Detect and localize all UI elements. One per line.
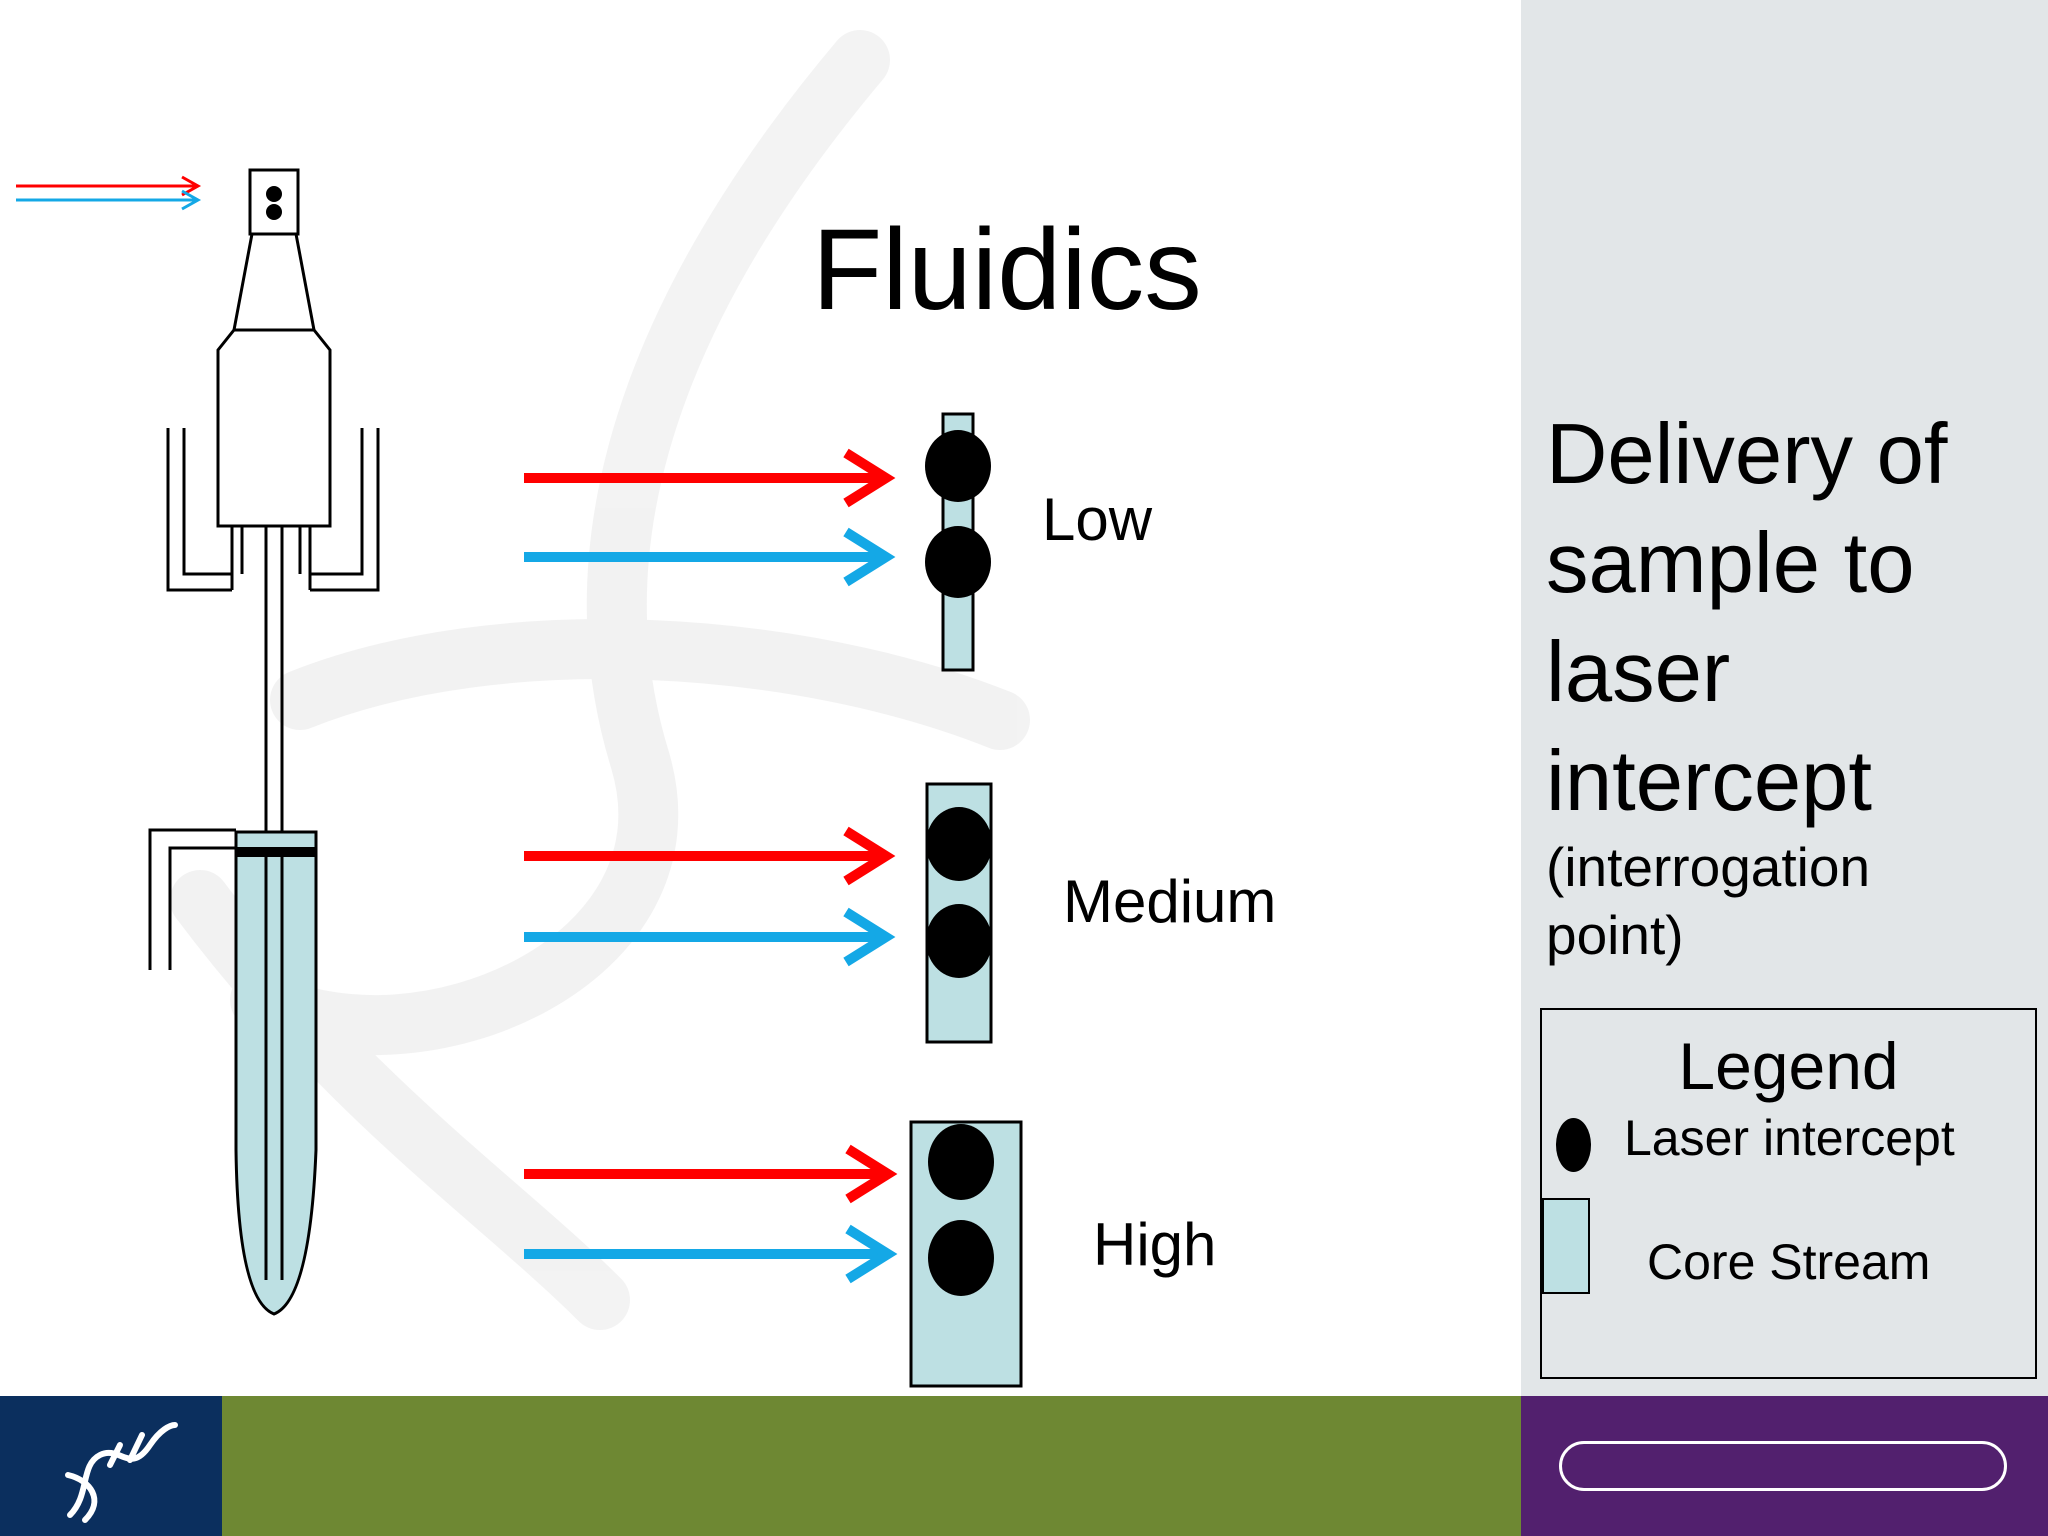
low-speed-stream [524, 412, 991, 672]
description-line: Delivery of [1546, 407, 1948, 502]
sample-tube [234, 830, 318, 1316]
speed-label-medium: Medium [1063, 868, 1277, 935]
speed-label-low: Low [1042, 486, 1153, 553]
laser-intercept-dot [928, 1220, 994, 1296]
laser-intercept-dot [925, 430, 991, 502]
medium-speed-stream [524, 782, 993, 1044]
footer-right-block [1521, 1396, 2048, 1536]
description-sub-line: point) [1546, 904, 1684, 966]
high-speed-stream [524, 1120, 1023, 1388]
legend-core-stream-label: Core Stream [1647, 1234, 1931, 1290]
description-sub-line: (interrogation [1546, 836, 1871, 898]
right-panel [1521, 0, 2048, 1396]
sheath-chamber [216, 328, 332, 528]
legend-laser-intercept-label: Laser intercept [1624, 1110, 1955, 1166]
sheath-inlets [166, 428, 380, 592]
laser-intercept-dot [925, 526, 991, 598]
laser-intercept-dot [928, 1124, 994, 1200]
laser-intercept-legend-icon [1556, 1118, 1591, 1172]
dna-logo-icon [65, 1422, 178, 1523]
footer-bar [222, 1396, 1521, 1536]
description-subtext: (interrogation point) [1546, 833, 1870, 969]
nozzle-taper [232, 232, 316, 332]
description-line: sample to [1546, 516, 1915, 611]
description-line: laser [1546, 625, 1731, 720]
legend-box: Legend Laser intercept Core Stream [1540, 1008, 2037, 1379]
slide-title: Fluidics [812, 206, 1202, 334]
description-text: Delivery of sample to laser intercept [1546, 400, 1948, 836]
speed-label-high: High [1093, 1211, 1217, 1278]
description-line: intercept [1546, 734, 1873, 829]
laser-intercept-dot [926, 904, 992, 978]
incoming-laser-arrows [16, 175, 202, 211]
laser-intercept-dot [926, 807, 992, 881]
footer-pill-button[interactable] [1559, 1441, 2007, 1491]
flow-cell-diagram [16, 168, 380, 1316]
core-stream-legend-swatch [1542, 1198, 1590, 1294]
legend-title: Legend [1678, 1029, 1899, 1103]
